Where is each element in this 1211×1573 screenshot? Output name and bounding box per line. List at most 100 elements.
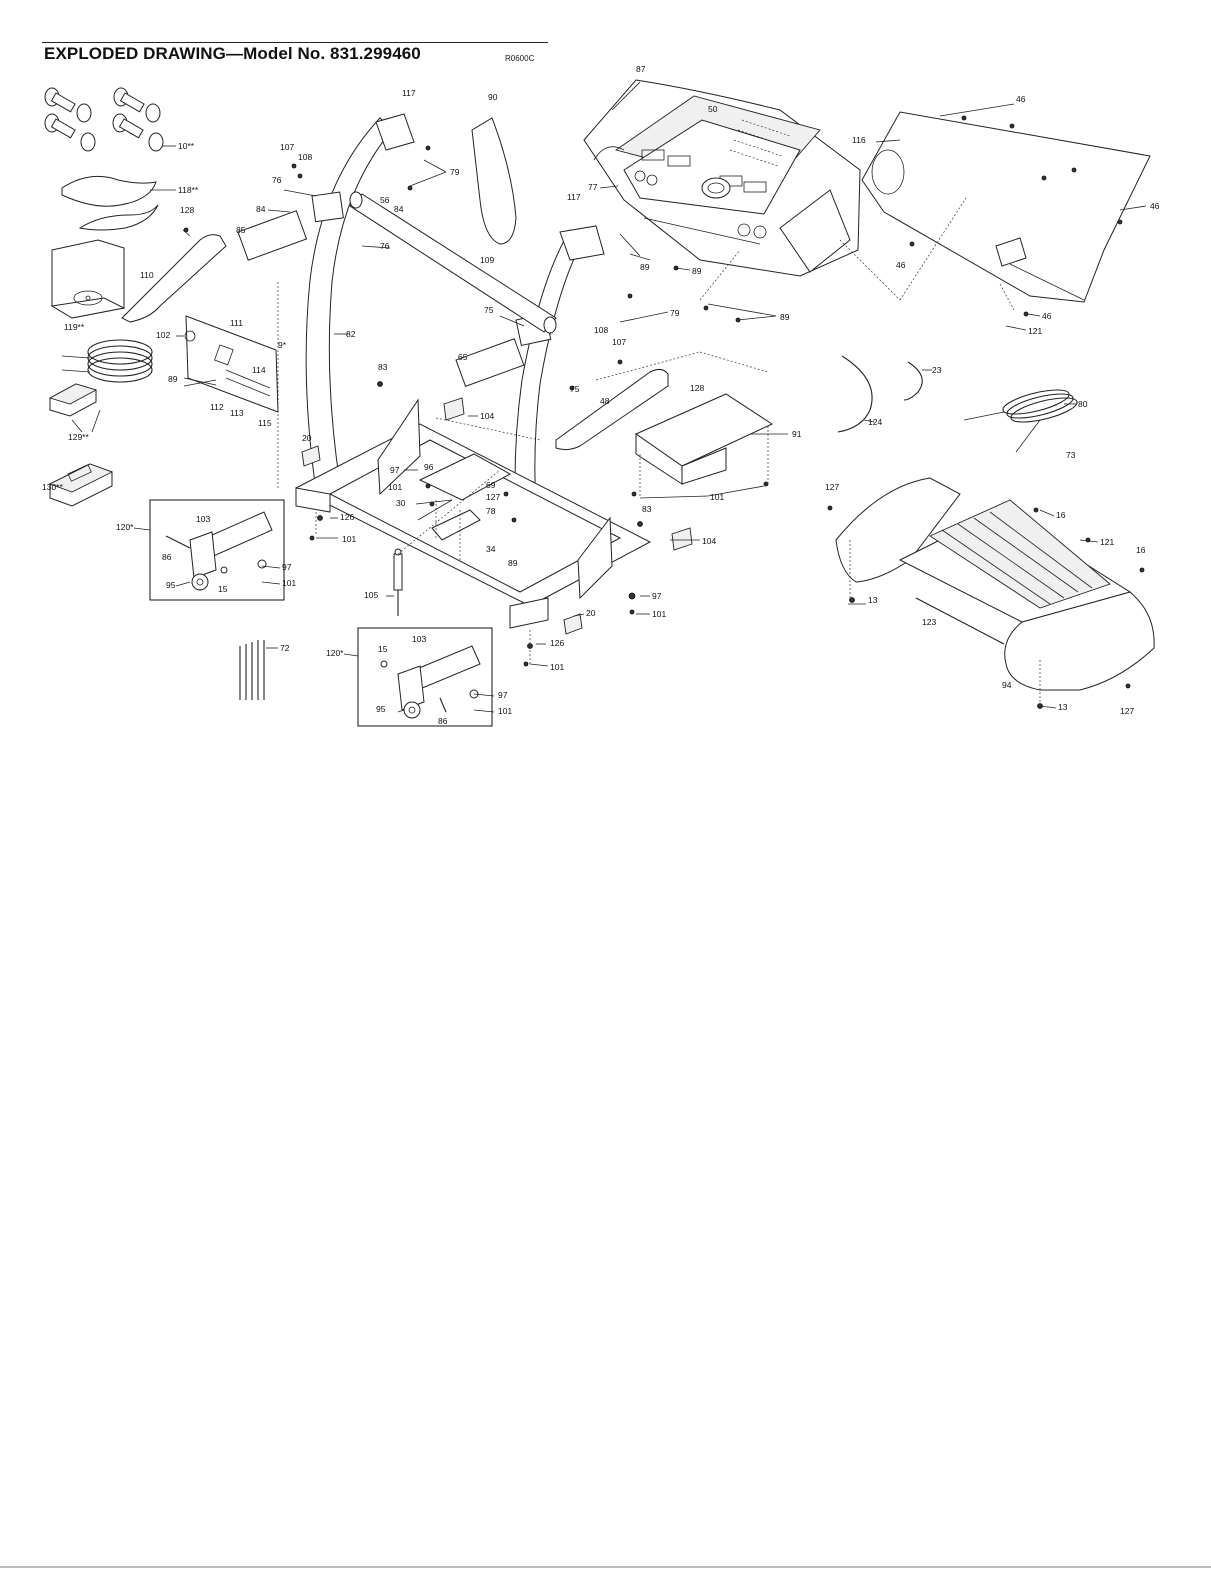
part-callout: 79 <box>670 308 680 318</box>
part-callout: 91 <box>792 429 802 439</box>
wire-124 <box>837 355 873 433</box>
part-callout: 101 <box>710 492 724 502</box>
part-callout: 83 <box>642 504 652 514</box>
part-callout: 129** <box>68 432 89 442</box>
part-callout: 97 <box>390 465 400 475</box>
part-callout: 126 <box>550 638 564 648</box>
left-rail-cover <box>121 234 227 323</box>
part-callout: 89 <box>168 374 178 384</box>
part-callout: 46 <box>896 260 906 270</box>
motor-hood <box>835 477 1155 691</box>
part-callout: 128 <box>180 205 194 215</box>
part-callout: 89 <box>640 262 650 272</box>
part-callout: 9* <box>278 340 287 350</box>
part-callout: 78 <box>486 506 496 516</box>
part-callout: 79 <box>450 167 460 177</box>
part-callout: 89 <box>692 266 702 276</box>
part-callout: 102 <box>156 330 170 340</box>
part-callout: 46 <box>1016 94 1026 104</box>
part-callout: 23 <box>932 365 942 375</box>
part-callout: 107 <box>280 142 294 152</box>
crossbar <box>349 191 557 334</box>
part-callout: 15 <box>378 644 388 654</box>
part-callout: 30 <box>396 498 406 508</box>
part-callout: 97 <box>282 562 292 572</box>
part-callout: 116 <box>852 135 866 145</box>
part-callout: 75 <box>570 384 580 394</box>
part-callout: 50 <box>708 104 718 114</box>
cd-case <box>50 239 126 319</box>
cable-ties <box>239 640 265 700</box>
part-callout: 73 <box>1066 450 1076 460</box>
chest-pulse-strap <box>61 175 176 231</box>
part-callout: 127 <box>825 482 839 492</box>
part-callout: 101 <box>498 706 512 716</box>
part-callout: 128 <box>690 383 704 393</box>
gas-spring <box>393 548 403 616</box>
part-callout: 87 <box>636 64 646 74</box>
part-callout: 107 <box>612 337 626 347</box>
bracket-plate <box>176 315 279 413</box>
title-rule <box>42 42 548 43</box>
part-callout: 119** <box>64 322 85 332</box>
part-callout: 121 <box>1028 326 1042 336</box>
part-callout: 108 <box>594 325 608 335</box>
part-callout: 85 <box>236 225 246 235</box>
motor-hood-plate <box>634 393 774 485</box>
part-callout: 76 <box>272 175 282 185</box>
part-callout: 117 <box>402 88 416 98</box>
part-callout: 56 <box>380 195 390 205</box>
part-callout: 13 <box>1058 702 1068 712</box>
part-callout: 76 <box>380 241 390 251</box>
part-callout: 104 <box>702 536 716 546</box>
part-callout: 120* <box>116 522 134 532</box>
leader-lines <box>133 81 1147 713</box>
part-callout: 77 <box>588 182 598 192</box>
part-callout: 101 <box>282 578 296 588</box>
part-callout: 72 <box>280 643 290 653</box>
part-callout: 83 <box>378 362 388 372</box>
part-callout: 124 <box>868 417 882 427</box>
part-callout: 84 <box>256 204 266 214</box>
video-tape <box>48 463 114 507</box>
part-callout: 127 <box>1120 706 1134 716</box>
part-callout: 110 <box>140 270 154 280</box>
part-callout: 69 <box>486 480 496 490</box>
part-callout: 20 <box>302 433 312 443</box>
console-speaker-grille <box>729 119 791 167</box>
wheel-assembly-box-2 <box>357 627 493 727</box>
part-callout: 97 <box>498 690 508 700</box>
part-callout: 114 <box>252 365 266 375</box>
part-callout: 115 <box>258 418 272 428</box>
part-callout: 113 <box>230 408 244 418</box>
part-callout: 121 <box>1100 537 1114 547</box>
part-callout: 103 <box>196 514 210 524</box>
base-frame <box>294 398 652 629</box>
part-callout: 108 <box>298 152 312 162</box>
callout-layer: 10**118**128110119**129**130**1021119*89… <box>42 64 1160 726</box>
part-callout: 90 <box>488 92 498 102</box>
pulse-module <box>48 383 101 433</box>
part-callout: 130** <box>42 482 63 492</box>
part-callout: 111 <box>230 318 243 328</box>
left-upright <box>237 113 415 491</box>
part-callout: 34 <box>486 544 496 554</box>
part-callout: 123 <box>922 617 936 627</box>
part-callout: 101 <box>550 662 564 672</box>
part-callout: 82 <box>346 329 356 339</box>
part-callout: 103 <box>412 634 426 644</box>
wire-23 <box>903 361 923 401</box>
upright-pads <box>301 397 693 635</box>
part-callout: 101 <box>342 534 356 544</box>
part-callout: 126 <box>340 512 354 522</box>
part-callout: 120* <box>326 648 344 658</box>
part-callout: 89 <box>508 558 518 568</box>
part-callout: 112 <box>210 402 224 412</box>
part-callout: 48 <box>600 396 610 406</box>
page-bottom-edge <box>0 1566 1211 1568</box>
part-callout: 95 <box>376 704 386 714</box>
drawing-code: R0600C <box>505 54 535 63</box>
part-callout: 95 <box>166 580 176 590</box>
